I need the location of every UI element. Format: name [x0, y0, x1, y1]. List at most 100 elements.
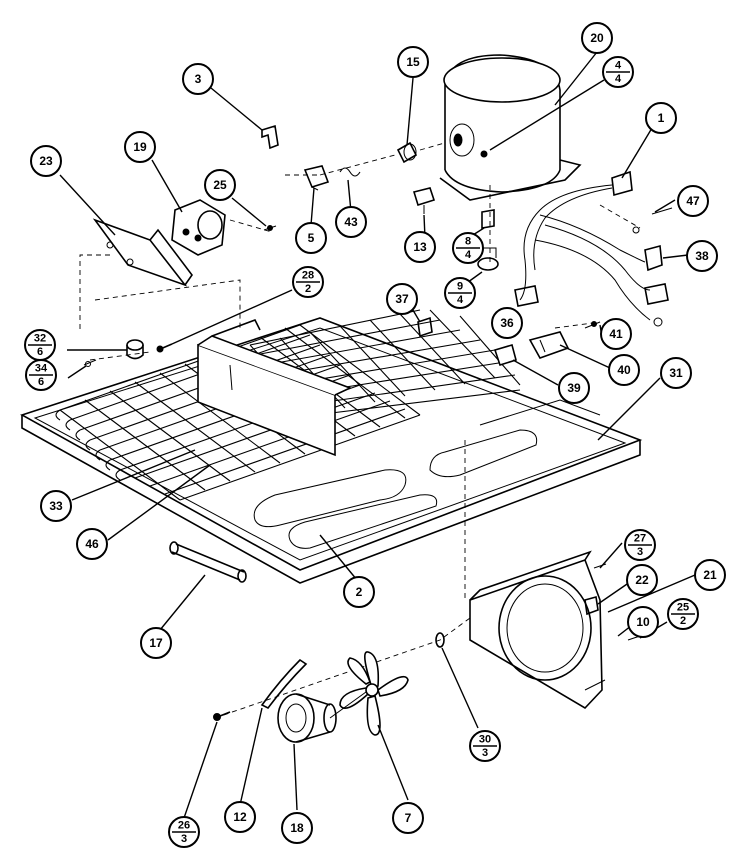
callout-circle [40, 490, 72, 522]
callout-number: 18 [290, 821, 304, 835]
callout-number: 3 [195, 72, 202, 86]
callout-circle [76, 528, 108, 560]
callout-number: 31 [669, 366, 683, 380]
callout-number: 43 [344, 215, 358, 229]
callout-19: 19 [124, 131, 156, 163]
callout-circle [343, 576, 375, 608]
callout-10: 10 [627, 606, 659, 638]
callout-quantity: 6 [38, 376, 44, 388]
callout-3: 3 [182, 63, 214, 95]
callout-5: 5 [295, 222, 327, 254]
callout-circle [558, 372, 590, 404]
callout-33: 33 [40, 490, 72, 522]
callout-2: 2 [343, 576, 375, 608]
callout-32-over-6: 326 [24, 329, 56, 361]
callout-number: 39 [567, 381, 581, 395]
callout-circle [182, 63, 214, 95]
callout-circle [627, 606, 659, 638]
callout-circle [386, 283, 418, 315]
callout-quantity: 2 [680, 615, 686, 627]
callout-17: 17 [140, 627, 172, 659]
callout-number: 30 [479, 734, 491, 746]
callout-circle [295, 222, 327, 254]
callout-number: 40 [617, 363, 631, 377]
callout-number: 46 [85, 537, 99, 551]
callout-number: 5 [308, 231, 315, 245]
callout-circle [124, 131, 156, 163]
callout-number: 26 [178, 820, 190, 832]
callout-circle [600, 318, 632, 350]
callout-37: 37 [386, 283, 418, 315]
callout-31: 31 [660, 357, 692, 389]
callout-1: 1 [645, 102, 677, 134]
callout-number: 37 [395, 292, 409, 306]
callout-47: 47 [677, 185, 709, 217]
base-tray [20, 317, 643, 584]
callout-quantity: 3 [482, 747, 488, 759]
callout-46: 46 [76, 528, 108, 560]
callout-circle [392, 802, 424, 834]
callout-number: 1 [658, 111, 665, 125]
callout-20: 20 [581, 22, 613, 54]
callout-number: 13 [413, 240, 427, 254]
callout-43: 43 [335, 206, 367, 238]
callout-41: 41 [600, 318, 632, 350]
small-hardware [261, 124, 499, 271]
callout-26-over-3: 263 [168, 816, 200, 848]
callout-number: 36 [500, 316, 514, 330]
callout-number: 7 [405, 811, 412, 825]
callout-circle [694, 559, 726, 591]
callout-circle [281, 812, 313, 844]
callout-number: 20 [590, 31, 604, 45]
callout-number: 9 [457, 281, 463, 293]
callout-circle [335, 206, 367, 238]
callout-circle [404, 231, 436, 263]
callout-9-over-4: 94 [444, 277, 476, 309]
callout-quantity: 4 [465, 249, 472, 261]
wiring-harness [514, 170, 673, 327]
callout-number: 28 [302, 270, 314, 282]
callout-quantity: 6 [37, 346, 43, 358]
callout-number: 17 [149, 636, 163, 650]
callout-13: 13 [404, 231, 436, 263]
callout-circle [686, 240, 718, 272]
fasteners-and-terminals [83, 316, 601, 367]
callout-21: 21 [694, 559, 726, 591]
callout-22: 22 [626, 564, 658, 596]
callout-28-over-2: 282 [292, 266, 324, 298]
callout-23: 23 [30, 145, 62, 177]
callout-8-over-4: 84 [452, 232, 484, 264]
callout-number: 2 [356, 585, 363, 599]
callout-circle [660, 357, 692, 389]
callout-number: 4 [615, 60, 622, 72]
callout-number: 47 [686, 194, 700, 208]
callout-number: 8 [465, 236, 471, 248]
callout-circle [491, 307, 523, 339]
fan-motor-and-blade [213, 651, 409, 743]
compressor [439, 54, 582, 201]
callout-circle [30, 145, 62, 177]
callout-number: 10 [636, 615, 650, 629]
drain-tube [169, 541, 247, 583]
callout-circle [140, 627, 172, 659]
callout-circle [626, 564, 658, 596]
callout-circle [397, 46, 429, 78]
callout-38: 38 [686, 240, 718, 272]
callout-quantity: 3 [637, 546, 643, 558]
assembly-guide-lines [79, 139, 641, 719]
callout-39: 39 [558, 372, 590, 404]
callout-number: 23 [39, 154, 53, 168]
callout-quantity: 4 [457, 294, 464, 306]
callout-30-over-3: 303 [469, 730, 501, 762]
callout-number: 32 [34, 333, 46, 345]
callout-number: 25 [677, 602, 689, 614]
callout-quantity: 3 [181, 833, 187, 845]
callout-7: 7 [392, 802, 424, 834]
callout-15: 15 [397, 46, 429, 78]
timer-bracket [92, 199, 277, 287]
condenser-coil [55, 309, 521, 501]
callout-circle [645, 102, 677, 134]
callout-34-over-6: 346 [25, 359, 57, 391]
callout-circle [224, 801, 256, 833]
callout-number: 12 [233, 810, 247, 824]
